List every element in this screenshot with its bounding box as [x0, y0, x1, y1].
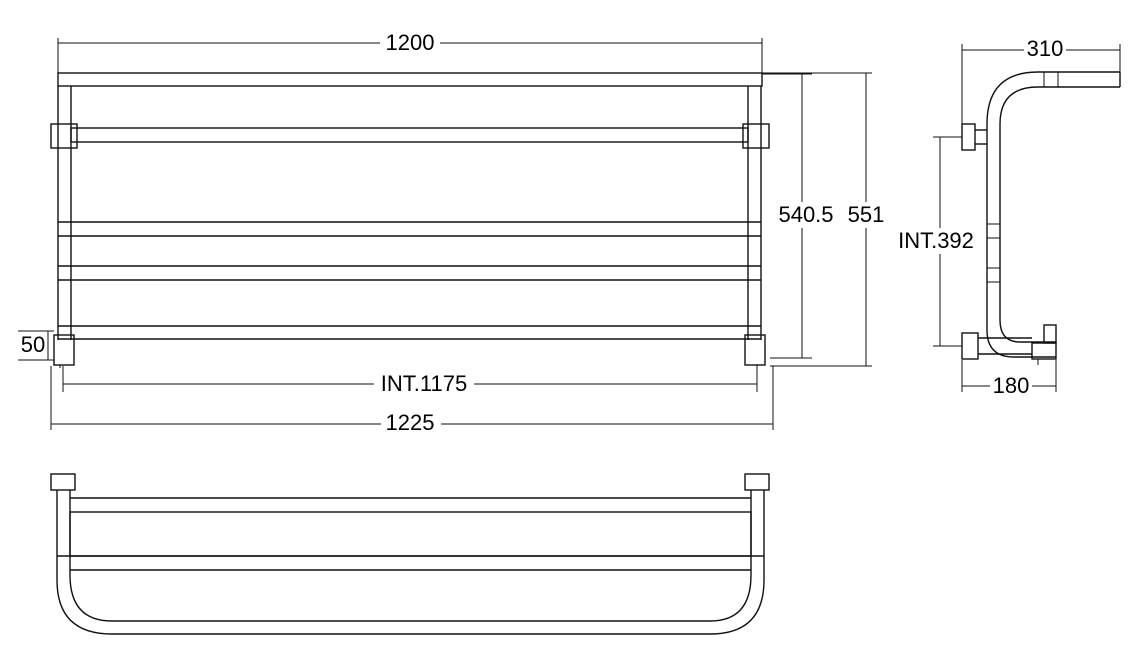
dimension-551-label: 551 [848, 202, 885, 227]
dimension-1225-label: 1225 [386, 410, 435, 435]
dimension-310-label: 310 [1027, 36, 1064, 61]
front-view [50, 72, 770, 368]
dimension-180-label: 180 [993, 373, 1030, 398]
dimension-50-label: 50 [21, 332, 45, 357]
dimension-int-392-label: INT.392 [898, 228, 974, 253]
side-view [933, 44, 1121, 392]
top-view [50, 473, 770, 635]
dimension-int-1175-label: INT.1175 [381, 371, 467, 396]
dimension-1200-label: 1200 [386, 30, 435, 55]
dimension-540-5-label: 540.5 [778, 202, 833, 227]
